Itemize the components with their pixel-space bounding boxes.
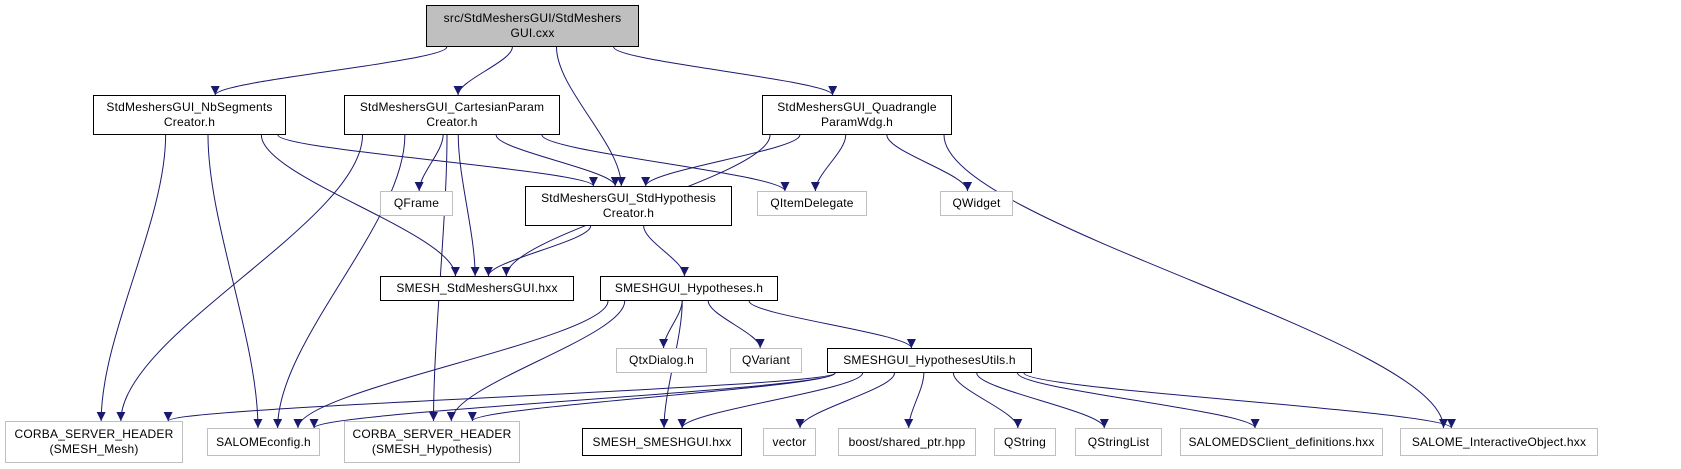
edge-hyps-to-hutils <box>748 300 916 349</box>
node-label: SMESH_StdMeshersGUI.hxx <box>396 281 558 295</box>
edge-root-to-stdhyp <box>556 46 626 187</box>
node-qwidget: QWidget <box>940 191 1013 216</box>
node-smesh-smeshgui[interactable]: SMESH_SMESHGUI.hxx <box>582 428 742 456</box>
edge-cart-to-smeshstd <box>457 134 480 277</box>
edge-root-to-nbseg <box>210 46 448 96</box>
node-corba-smesh-mesh: CORBA_SERVER_HEADER (SMESH_Mesh) <box>5 421 183 463</box>
node-label: StdMeshersGUI_StdHypothesis Creator.h <box>541 191 716 220</box>
node-label: SMESHGUI_Hypotheses.h <box>614 281 764 295</box>
edge-hutils-to-smeshgui <box>677 372 864 429</box>
node-label: SMESHGUI_HypothesesUtils.h <box>843 353 1016 367</box>
edge-root-to-cart <box>453 46 513 96</box>
node-boost-shared-ptr: boost/shared_ptr.hpp <box>838 428 976 456</box>
edge-quad-to-stdhyp <box>641 134 801 187</box>
node-smesh-stdmeshersgui[interactable]: SMESH_StdMeshersGUI.hxx <box>380 276 574 301</box>
node-salome-interactiveobject: SALOME_InteractiveObject.hxx <box>1400 428 1598 456</box>
edge-root-to-quad <box>613 46 838 96</box>
edge-nbseg-to-salomeconfig <box>207 134 263 429</box>
node-label: StdMeshersGUI_NbSegments Creator.h <box>106 100 273 129</box>
node-label: boost/shared_ptr.hpp <box>848 434 966 449</box>
node-label: src/StdMeshersGUI/StdMeshers GUI.cxx <box>443 11 622 40</box>
node-smeshgui-hypothesesutils[interactable]: SMESHGUI_HypothesesUtils.h <box>827 348 1032 373</box>
node-stdhypothesis-creator[interactable]: StdMeshersGUI_StdHypothesis Creator.h <box>525 186 732 226</box>
node-label: StdMeshersGUI_CartesianParam Creator.h <box>359 100 545 129</box>
edge-hutils-to-boost <box>904 372 925 429</box>
edge-hutils-to-corbamesh <box>164 372 836 422</box>
node-label: SALOMEconfig.h <box>216 434 311 449</box>
node-qframe: QFrame <box>380 191 453 216</box>
node-cartesianparam-creator[interactable]: StdMeshersGUI_CartesianParam Creator.h <box>344 95 560 135</box>
node-salomedsclient-definitions: SALOMEDSClient_definitions.hxx <box>1180 428 1383 456</box>
node-vector: vector <box>763 428 816 456</box>
edge-cart-to-stdhyp <box>495 134 620 187</box>
edge-nbseg-to-corbamesh <box>96 134 167 422</box>
edge-quad-to-qitemdel <box>810 134 847 192</box>
node-label: SALOME_InteractiveObject.hxx <box>1411 434 1587 449</box>
edge-hutils-to-corbahyp <box>468 372 836 422</box>
edge-hutils-to-salomeio <box>1023 372 1456 429</box>
node-label: QItemDelegate <box>770 196 854 210</box>
node-label: SALOMEDSClient_definitions.hxx <box>1188 434 1375 449</box>
node-label: SMESH_SMESHGUI.hxx <box>592 434 732 449</box>
node-qstringlist: QStringList <box>1075 428 1162 456</box>
node-smeshgui-hypotheses[interactable]: SMESHGUI_Hypotheses.h <box>600 276 778 301</box>
edge-hutils-to-salomeconfig <box>309 372 836 429</box>
edge-hyps-to-salomeconfig <box>293 300 609 429</box>
edge-hyps-to-corbahyp <box>446 300 626 422</box>
edge-hutils-to-qstring <box>952 372 1023 429</box>
node-corba-smesh-hypothesis: CORBA_SERVER_HEADER (SMESH_Hypothesis) <box>344 421 520 463</box>
edge-stdhyp-to-smeshstd <box>483 225 592 277</box>
edge-quad-to-qwidget <box>886 134 972 192</box>
edge-hutils-to-salomeds <box>1017 372 1260 429</box>
node-qtxdialog: QtxDialog.h <box>616 348 707 373</box>
edge-stdhyp-to-hyps <box>643 225 689 277</box>
node-label: CORBA_SERVER_HEADER (SMESH_Hypothesis) <box>352 427 512 456</box>
edge-quad-to-salomeio <box>943 134 1448 429</box>
edge-hutils-to-qstringlist <box>976 372 1109 429</box>
edge-hyps-to-qvariant <box>707 300 765 349</box>
node-nbsegments-creator[interactable]: StdMeshersGUI_NbSegments Creator.h <box>93 95 286 135</box>
node-root-file[interactable]: src/StdMeshersGUI/StdMeshers GUI.cxx <box>426 5 639 47</box>
edge-cart-to-corbamesh <box>116 134 363 422</box>
edge-hutils-to-vector <box>795 372 895 429</box>
node-label: QVariant <box>741 353 791 367</box>
edge-nbseg-to-stdhyp <box>277 134 598 187</box>
node-label: QWidget <box>952 196 1001 210</box>
node-salomeconfig: SALOMEconfig.h <box>207 428 320 456</box>
edge-nbseg-to-smeshstd <box>260 134 460 277</box>
node-label: QFrame <box>393 196 440 210</box>
node-label: QtxDialog.h <box>629 353 694 367</box>
edge-hyps-to-qtxdialog <box>659 300 683 349</box>
edge-cart-to-qframe <box>414 134 444 192</box>
node-label: CORBA_SERVER_HEADER (SMESH_Mesh) <box>14 427 174 456</box>
node-label: vector <box>772 434 807 449</box>
node-label: StdMeshersGUI_Quadrangle ParamWdg.h <box>777 100 937 129</box>
node-qvariant: QVariant <box>730 348 802 373</box>
node-quadrangle-paramwdg[interactable]: StdMeshersGUI_Quadrangle ParamWdg.h <box>762 95 952 135</box>
node-label: QStringList <box>1087 434 1150 449</box>
node-qstring: QString <box>994 428 1056 456</box>
node-label: QString <box>1003 434 1047 449</box>
edge-cart-to-qitemdel <box>541 134 790 192</box>
node-qitemdelegate: QItemDelegate <box>757 191 867 216</box>
edge-cart-to-salomeconfig <box>273 134 406 429</box>
